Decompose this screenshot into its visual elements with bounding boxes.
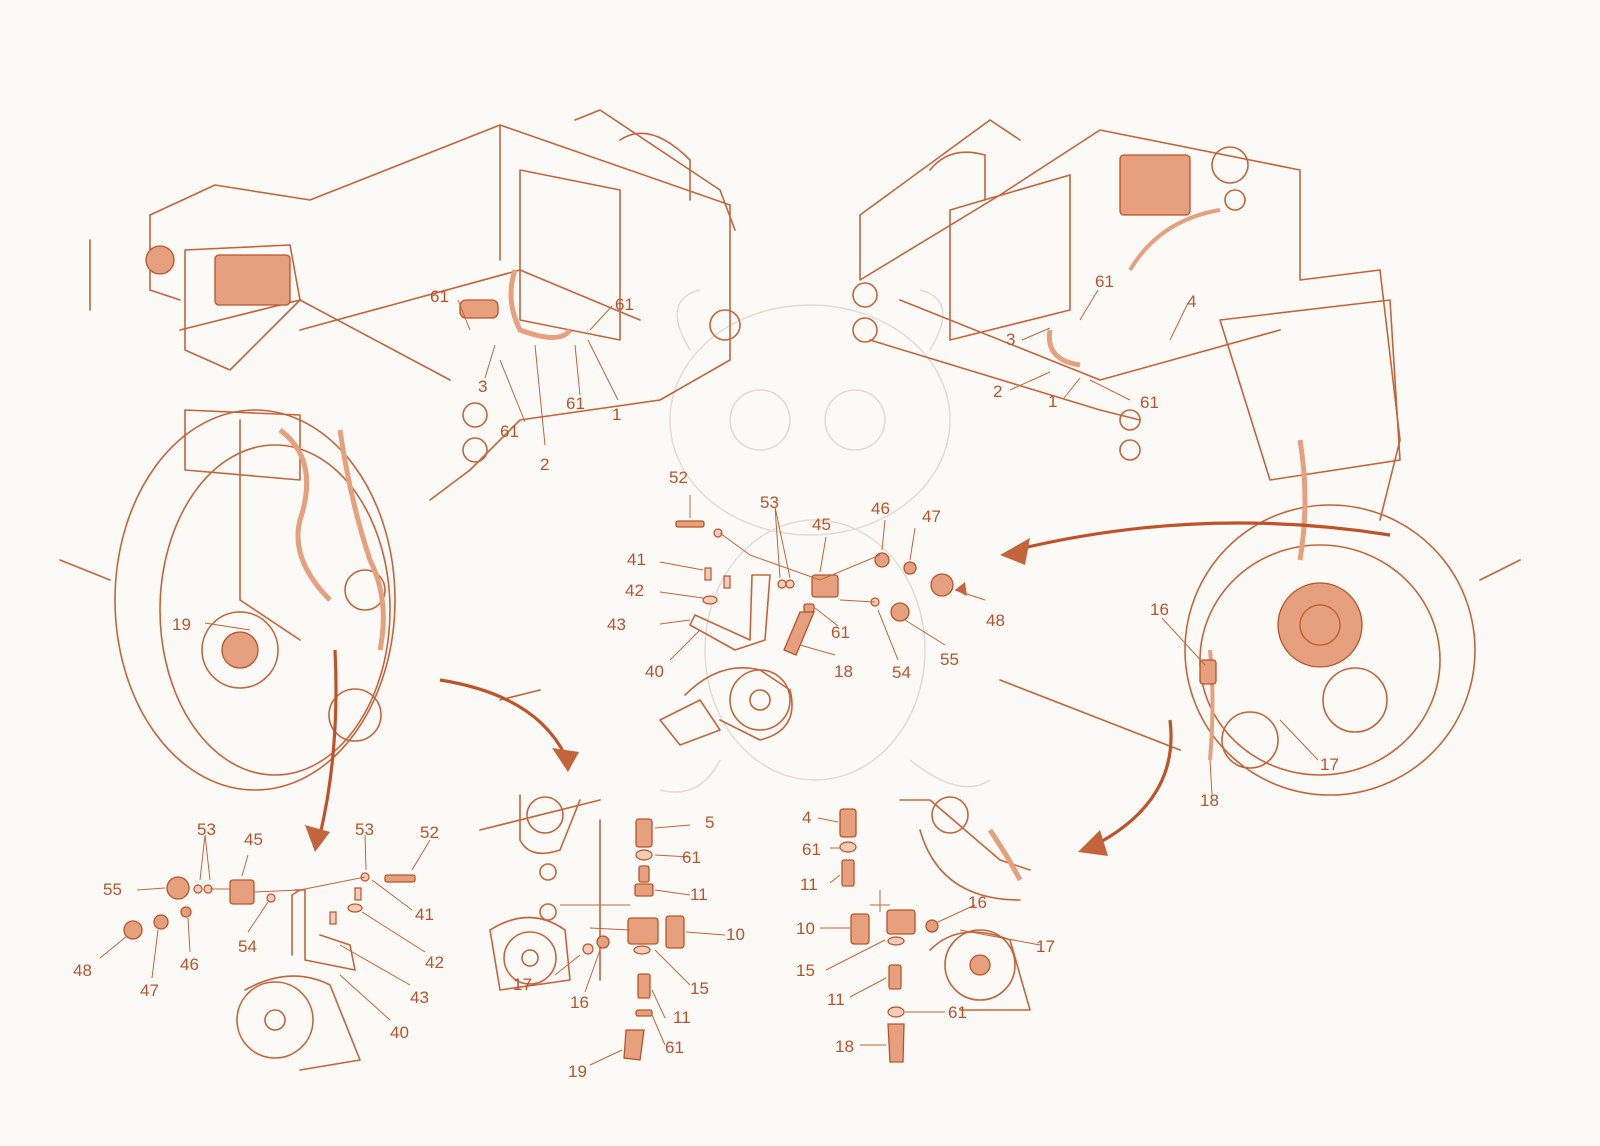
right-machine-view [852,119,1521,796]
callout-label: 47 [140,981,159,1000]
callout-label: 10 [726,925,745,944]
callout-label: 16 [1150,600,1169,619]
callout-label: 48 [986,611,1005,630]
callout-label: 54 [892,663,911,682]
callout-label: 11 [800,875,818,894]
callout-label: 55 [103,880,122,899]
callout-label: 2 [993,382,1002,401]
callout-label: 17 [1036,937,1055,956]
bottom-middle-detail [479,794,685,1061]
callout-label: 2 [540,455,549,474]
callout-label: 61 [566,394,585,413]
callout-label: 4 [802,808,811,827]
callout-label: 45 [812,515,831,534]
callout-label: 1 [612,405,621,424]
callout-label: 15 [690,979,709,998]
callout-label: 3 [478,377,487,396]
bottom-right-detail [839,796,1031,1063]
callout-label: 11 [690,885,708,904]
callout-label: 40 [645,662,664,681]
callout-label: 16 [570,993,589,1012]
callout-label: 3 [1006,330,1015,349]
callout-label: 18 [835,1037,854,1056]
callout-label: 61 [948,1003,967,1022]
callout-label: 54 [238,937,257,956]
callout-label: 61 [682,848,701,867]
callout-label: 17 [1320,755,1339,774]
callout-label: 11 [673,1008,691,1027]
callout-label: 42 [425,953,444,972]
callout-label: 53 [760,493,779,512]
callout-label: 15 [796,961,815,980]
bottom-middle-callouts: 5 61 11 10 17 16 15 11 61 19 [513,813,745,1081]
callout-label: 19 [568,1062,587,1081]
callout-label: 61 [802,840,821,859]
callout-label: 48 [73,961,92,980]
bottom-left-callouts: 53 45 53 52 55 41 48 47 46 54 42 43 40 [73,820,444,1042]
callout-label: 1 [1048,392,1057,411]
center-detail-callouts: 52 53 45 46 47 41 42 43 40 61 18 54 55 4… [607,468,1005,682]
callout-label: 61 [665,1038,684,1057]
bottom-right-callouts: 4 61 11 10 15 16 17 11 61 18 [796,808,1055,1056]
callout-label: 61 [430,287,449,306]
left-machine-view [59,109,741,791]
callout-label: 5 [705,813,714,832]
background-watermark [659,289,991,793]
callout-label: 18 [1200,791,1219,810]
callout-label: 52 [669,468,688,487]
callout-label: 52 [420,823,439,842]
right-view-callouts: 61 3 4 2 1 61 16 17 18 [993,272,1339,810]
callout-label: 11 [827,990,845,1009]
bottom-left-detail [123,872,416,1071]
callout-label: 61 [500,422,519,441]
callout-label: 42 [625,581,644,600]
callout-label: 4 [1187,292,1196,311]
callout-label: 17 [513,975,532,994]
callout-label: 16 [968,893,987,912]
callout-label: 43 [607,615,626,634]
callout-label: 61 [831,623,850,642]
connector-arrows [305,521,1391,856]
callout-label: 40 [390,1023,409,1042]
callout-label: 41 [415,905,434,924]
callout-label: 46 [180,955,199,974]
callout-label: 10 [796,919,815,938]
callout-label: 61 [615,295,634,314]
left-view-callouts: 61 61 3 61 61 2 1 19 [172,287,634,634]
callout-label: 61 [1140,393,1159,412]
callout-label: 19 [172,615,191,634]
callout-label: 41 [627,550,646,569]
center-detail [659,520,954,746]
callout-label: 18 [834,662,853,681]
callout-label: 45 [244,830,263,849]
callout-label: 55 [940,650,959,669]
leader-lines [99,289,1319,1066]
callout-label: 53 [197,820,216,839]
callout-label: 61 [1095,272,1114,291]
callout-label: 47 [922,507,941,526]
callout-label: 43 [410,988,429,1007]
callout-label: 53 [355,820,374,839]
callout-label: 46 [871,499,890,518]
